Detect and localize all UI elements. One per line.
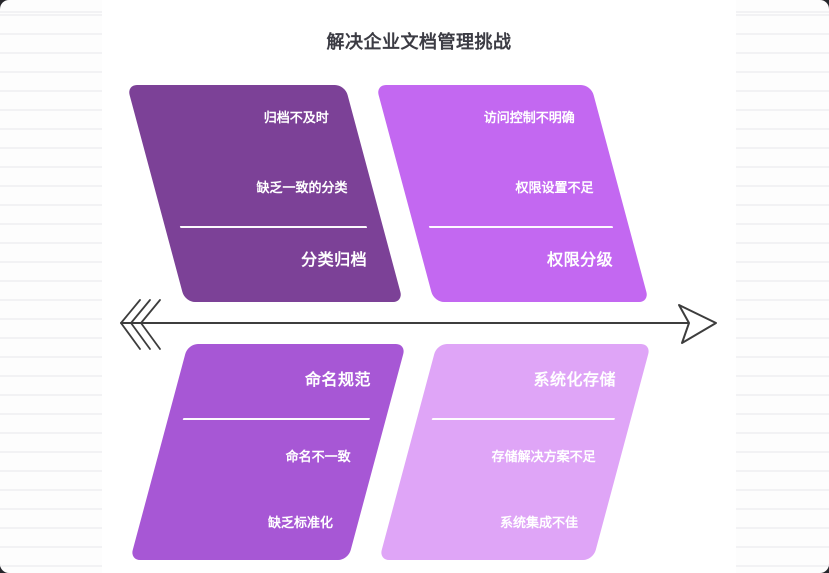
branch-title: 分类归档	[301, 252, 368, 269]
branch-title: 命名规范	[305, 372, 372, 389]
cause-label: 存储解决方案不足	[491, 449, 596, 464]
cause-label: 访问控制不明确	[483, 110, 575, 125]
cause-label: 系统集成不佳	[499, 515, 578, 530]
branch-divider-line	[428, 226, 614, 228]
cause-label: 缺乏一致的分类	[256, 180, 348, 195]
branch-divider-line	[182, 418, 371, 420]
branch-divider-line	[179, 226, 368, 228]
cause-label: 命名不一致	[285, 449, 351, 464]
branch-divider-line	[431, 418, 616, 420]
cause-label: 权限设置不足	[515, 180, 594, 195]
cause-label: 归档不及时	[263, 110, 329, 125]
cause-label: 缺乏标准化	[267, 515, 333, 530]
page-title: 解决企业文档管理挑战	[326, 32, 512, 52]
branch-title: 权限分级	[547, 252, 614, 269]
branch-title: 系统化存储	[533, 372, 617, 389]
